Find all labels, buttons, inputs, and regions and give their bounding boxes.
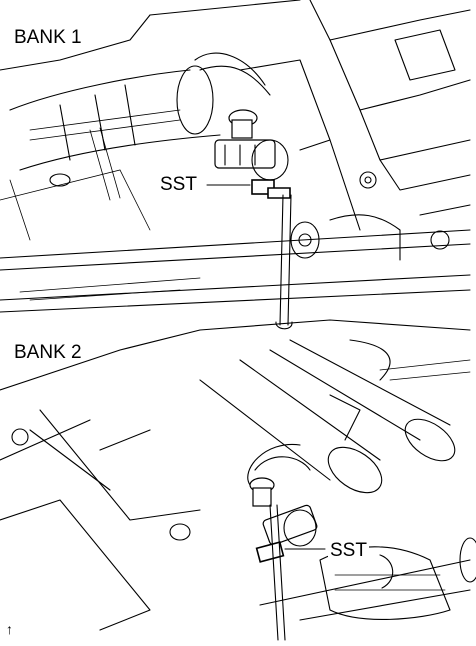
bank1-label: BANK 1 [14, 27, 82, 48]
sst1-label: SST [158, 174, 199, 195]
sst2-label: SST [328, 540, 369, 561]
bank2-label: BANK 2 [14, 342, 82, 363]
bank1-panel [0, 0, 471, 330]
bank2-panel [0, 319, 476, 641]
corner-marker: ↑ [6, 621, 13, 637]
